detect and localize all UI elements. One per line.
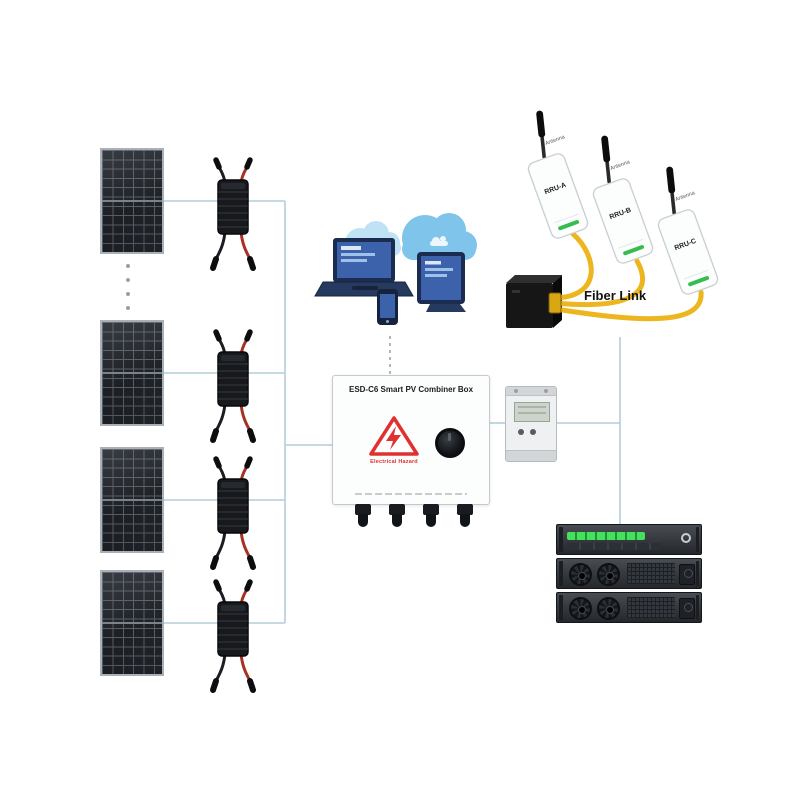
fiber-cable-b	[553, 258, 645, 308]
energy-meter	[505, 386, 557, 462]
power-supply	[679, 564, 695, 585]
cable-gland	[423, 504, 439, 527]
rru-b: Antenna RRU-B	[590, 135, 656, 266]
drive-bays	[567, 543, 661, 550]
antenna-icon	[535, 110, 548, 159]
vent-mesh	[627, 597, 675, 618]
antenna-label: Antenna	[544, 134, 566, 147]
meter-lcd-display	[514, 402, 550, 422]
fan-icon	[597, 597, 620, 620]
phone-icon	[377, 289, 398, 325]
electrical-hazard-label: Electrical Hazard	[370, 459, 418, 465]
combiner-box-title: ESD-C6 Smart PV Combiner Box	[348, 385, 474, 394]
fiber-port	[548, 292, 562, 314]
server-rack	[556, 524, 702, 626]
server-unit-2	[556, 558, 702, 589]
laptop-icon	[314, 238, 414, 297]
led-strip	[567, 532, 645, 540]
rotary-switch-knob	[435, 428, 465, 458]
cable-gland	[355, 504, 371, 527]
meter-button	[530, 429, 536, 435]
cable-gland	[389, 504, 405, 527]
server-unit-1	[556, 524, 702, 555]
solar-panel-1	[100, 148, 164, 254]
warning-sticker: Electrical Hazard	[367, 414, 421, 465]
ellipsis-dots	[126, 264, 130, 310]
combiner-box: ESD-C6 Smart PV Combiner Box Electrical …	[332, 375, 490, 527]
fan-icon	[569, 563, 592, 586]
optimizer-2	[213, 332, 253, 440]
fan-icon	[569, 597, 592, 620]
fan-icon	[597, 563, 620, 586]
cable-gland	[457, 504, 473, 527]
vent-mesh	[627, 563, 675, 584]
antenna-label: Antenna	[674, 190, 696, 203]
fiber-cable-c	[553, 289, 704, 322]
rru-a: Antenna RRU-A	[525, 110, 591, 241]
warning-triangle-icon	[369, 416, 419, 456]
optimizer-1	[213, 160, 253, 268]
fiber-cables	[553, 231, 704, 322]
lcd-segments	[518, 406, 546, 418]
fiber-cable-a	[553, 231, 594, 301]
optimizer-3	[213, 459, 253, 567]
meter-terminal-cover-bottom	[506, 450, 556, 461]
meter-terminal-cover-top	[506, 387, 556, 396]
fiber-converter	[506, 275, 562, 328]
antenna-label: Antenna	[609, 159, 631, 172]
power-button-icon	[681, 533, 691, 543]
rru-c: Antenna RRU-C	[655, 166, 721, 297]
solar-panel-3	[100, 447, 164, 553]
server-unit-3	[556, 592, 702, 623]
fiber-link-label: Fiber Link	[584, 288, 647, 303]
meter-button	[518, 429, 524, 435]
screw-icon	[514, 389, 518, 393]
solar-panel-2	[100, 320, 164, 426]
cloud-illustration	[314, 213, 477, 325]
power-supply	[679, 598, 695, 619]
antenna-icon	[665, 166, 678, 215]
screw-icon	[544, 389, 548, 393]
tablet-icon	[417, 252, 466, 312]
optimizer-4	[213, 582, 253, 690]
antenna-icon	[600, 135, 613, 184]
solar-panel-4	[100, 570, 164, 676]
fine-print-text	[355, 492, 467, 495]
cloud-detail	[430, 236, 448, 246]
